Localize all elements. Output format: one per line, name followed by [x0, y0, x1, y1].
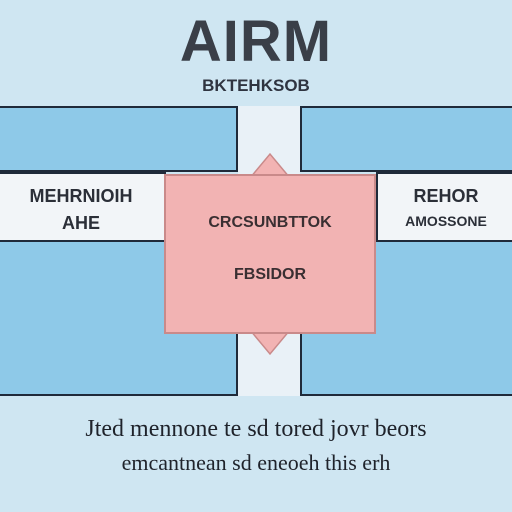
right-label-line2: AMOSSONE — [405, 213, 487, 229]
center-box: CRCSUNBTTOK FBSIDOR — [164, 174, 376, 334]
caption-line1: Jted mennone te sd tored jovr beors — [85, 416, 427, 442]
left-label-line2: AHE — [61, 213, 100, 233]
center-label-line1: CRCSUNBTTOK — [208, 214, 332, 231]
left-label-line1: MEHRNIOIH — [29, 186, 133, 206]
left-label-box: MEHRNIOIH AHE — [0, 172, 166, 242]
diagram-subtitle: BKTEHKSOB — [202, 76, 310, 95]
center-label-line2: FBSIDOR — [234, 266, 306, 283]
right-label-box: REHOR AMOSSONE — [376, 172, 512, 242]
caption-line2: emcantnean sd eneoeh this erh — [121, 450, 391, 475]
right-top-panel — [300, 106, 512, 172]
left-top-panel — [0, 106, 238, 172]
diagram-title: AIRM — [179, 9, 333, 74]
right-label-line1: REHOR — [413, 186, 479, 206]
